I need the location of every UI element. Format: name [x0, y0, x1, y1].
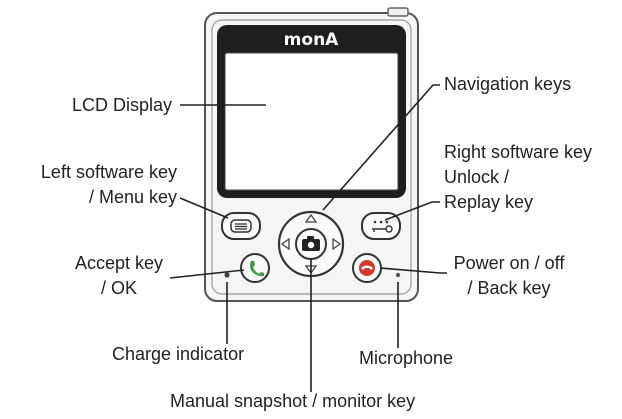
- accept-key[interactable]: [240, 253, 270, 283]
- label-power-key-line2: / Back key: [467, 278, 551, 298]
- label-charge-indicator: Charge indicator: [112, 344, 245, 364]
- label-right-software-key-line3: Replay key: [444, 192, 534, 212]
- phone-answer-icon: [250, 261, 264, 277]
- microphone-hole: [395, 272, 401, 278]
- label-accept-key-line1: Accept key: [74, 253, 164, 273]
- nav-left-key[interactable]: [280, 237, 290, 251]
- label-right-software-key: Right software key Unlock / Replay key: [444, 140, 592, 215]
- leader-lines: [169, 84, 447, 392]
- phone-hangup-icon: [359, 260, 375, 276]
- label-lcd-display: LCD Display: [71, 95, 172, 115]
- leader-left-soft-key: [179, 197, 229, 219]
- power-back-key[interactable]: [352, 253, 382, 283]
- label-left-software-key: Left software key / Menu key: [41, 160, 177, 210]
- leader-power-key: [379, 267, 447, 274]
- left-software-key[interactable]: [221, 212, 261, 240]
- right-software-key[interactable]: [361, 212, 401, 240]
- charge-indicator-led: [224, 272, 230, 278]
- label-power-key-line1: Power on / off: [453, 253, 565, 273]
- leader-accept-key: [169, 269, 245, 279]
- label-snapshot-monitor-key: Manual snapshot / monitor key: [170, 391, 416, 411]
- antenna-stub: [387, 7, 409, 17]
- label-power-key: Power on / off / Back key: [444, 251, 574, 301]
- brand-logo: monA: [284, 30, 339, 50]
- lcd-screen: [224, 52, 399, 191]
- menu-icon: [230, 219, 252, 233]
- label-navigation-keys: Navigation keys: [444, 74, 572, 94]
- label-left-software-key-line2: / Menu key: [88, 187, 177, 207]
- leader-right-soft-key: [384, 201, 440, 221]
- unlock-replay-icon: [372, 220, 393, 233]
- snapshot-monitor-key[interactable]: [295, 228, 327, 260]
- label-left-software-key-line1: Left software key: [40, 162, 177, 182]
- label-right-software-key-line1: Right software key: [444, 142, 593, 162]
- label-microphone: Microphone: [359, 348, 454, 368]
- camera-icon: [302, 236, 320, 251]
- label-accept-key-line2: / OK: [100, 278, 137, 298]
- label-right-software-key-line2: Unlock /: [444, 167, 510, 187]
- nav-up-key[interactable]: [304, 213, 318, 223]
- label-accept-key: Accept key / OK: [64, 251, 174, 301]
- nav-right-key[interactable]: [332, 237, 342, 251]
- leader-navigation-keys: [322, 84, 440, 211]
